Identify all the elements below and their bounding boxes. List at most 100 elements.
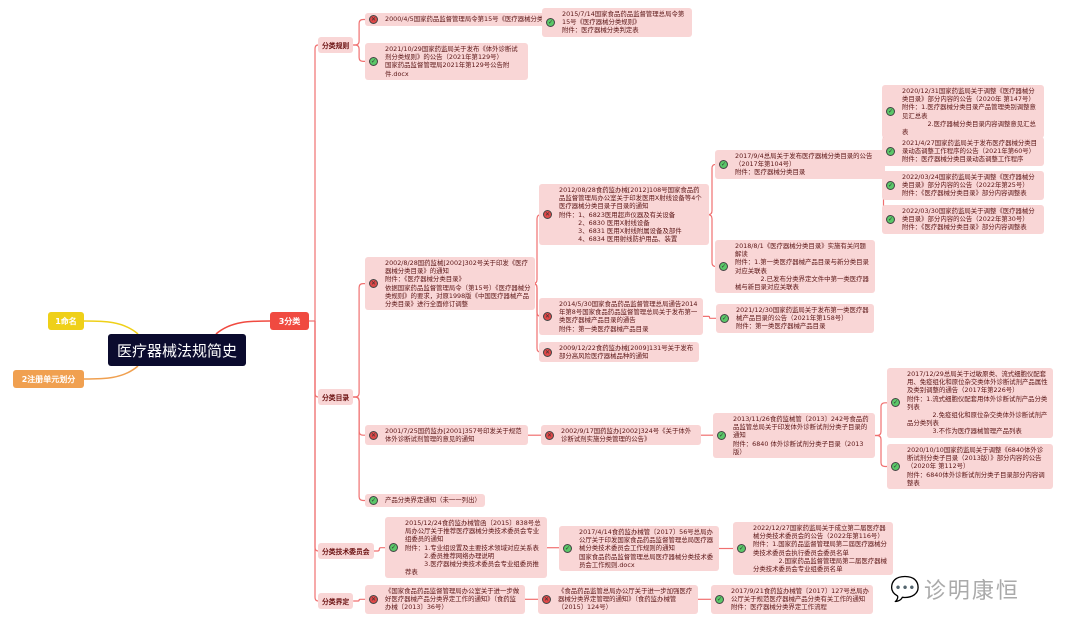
check-circle-icon: ✓ — [891, 398, 900, 408]
node-text: 2022/03/30国家药监局关于调整《医疗器械分类目录》部分内容的公告（202… — [902, 207, 1035, 232]
check-circle-icon: ✓ — [886, 146, 895, 156]
regulation-node[interactable]: ✓ 2017/12/29总局关于过敏原类、流式细胞仪配套用、免疫组化和原位杂交类体… — [887, 368, 1053, 438]
connector — [875, 434, 887, 468]
connector — [353, 598, 365, 602]
check-circle-icon: ✓ — [369, 56, 378, 66]
connector — [703, 315, 716, 319]
node-text: 2000/4/5国家药品监督管理局令第15号《医疗器械分类规则》 — [385, 15, 563, 24]
regulation-node[interactable]: ✓ 2017/9/21食药监办械管〔2017〕127号总局办公厅关于规范医疗器械产… — [711, 585, 873, 614]
check-circle-icon: ✓ — [563, 544, 572, 553]
connector — [353, 44, 365, 63]
node-text: 2015/12/24食药监办械管函〔2015〕838号总局办公厅关于推荐医疗器械… — [405, 519, 541, 577]
regulation-node[interactable]: ✓ 2018/8/1《医疗器械分类目录》实施有关问题解读 附件：1.第一类医疗器械… — [715, 240, 875, 294]
regulation-node[interactable]: ✕ 2002/9/17国药监办[2002]324号《关于体外诊断试剂实施分类管理的… — [541, 425, 701, 446]
node-text: 2018/8/1《医疗器械分类目录》实施有关问题解读 附件：1.第一类医疗器械产… — [735, 242, 869, 292]
regulation-node[interactable]: ✓2017/9/4总局关于发布医疗器械分类目录的公告（2017年第104号） 附… — [715, 150, 885, 179]
cross-circle-icon: ✕ — [543, 210, 552, 220]
regulation-node[interactable]: ✕2009/12/22食药监办械[2009]131号关于发布部分高风险医疗器械品… — [539, 342, 699, 363]
check-circle-icon: ✓ — [719, 262, 728, 272]
regulation-node[interactable]: ✕ 《食品药品监管总局办公厅关于进一步加强医疗器械分类界定管理的通知》（食药监办械… — [538, 585, 698, 614]
regulation-node[interactable]: ✓ 2017/4/14食药监办械管〔2017〕56号总局办公厅关于印发国家食品药品… — [559, 526, 719, 572]
regulation-node[interactable]: ✓ 2020/10/10国家药监局关于调整《6840体外诊断试剂分类子目录（201… — [887, 444, 1053, 490]
connector — [373, 547, 385, 552]
node-text: 2015/7/14国家食品药品监督管理总局令第15号《医疗器械分类规则》 附件：… — [562, 10, 685, 35]
node-text: 2001/7/25国药监办[2001]357号印发关于规范体外诊断试剂管理的意见… — [385, 427, 522, 444]
node-text: 2012/08/28食药监办械[2012]108号国家食品药品监督管理局办公室关… — [559, 186, 702, 244]
connector — [707, 214, 717, 268]
branch-registration-unit[interactable]: 2注册单元划分 — [13, 370, 84, 388]
check-circle-icon: ✓ — [886, 180, 895, 190]
cross-circle-icon: ✕ — [543, 311, 552, 321]
section-technical-committee[interactable]: 分类技术委员会 — [318, 543, 374, 559]
node-text: 2021/10/29国家药监局关于发布《体外诊断试剂分类规则》的公告（2021年… — [385, 45, 518, 78]
connector — [353, 18, 365, 46]
node-text: 2017/12/29总局关于过敏原类、流式细胞仪配套用、免疫组化和原位杂交类体外… — [907, 370, 1048, 436]
node-text: 产品分类界定通知（未一一列出） — [385, 496, 481, 505]
regulation-node[interactable]: ✓ 2015/7/14国家食品药品监督管理总局令第15号《医疗器械分类规则》 附件… — [542, 8, 692, 37]
regulation-node[interactable]: ✓ 2015/12/24食药监办械管函〔2015〕838号总局办公厅关于推荐医疗器… — [385, 517, 547, 579]
regulation-node[interactable]: ✕ 《国家食品药品监督管理局办公室关于进一步做好医疗器械产品分类界定工作的通知》（… — [365, 585, 525, 614]
node-text: 2020/12/31国家药监局关于调整《医疗器械分类目录》部分内容的公告（202… — [902, 87, 1036, 137]
cross-circle-icon: ✕ — [369, 594, 378, 604]
regulation-node[interactable]: ✕ 2012/08/28食药监办械[2012]108号国家食品药品监督管理局办公室… — [539, 184, 709, 246]
check-circle-icon: ✓ — [886, 107, 895, 117]
node-text: 《食品药品监管总局办公厅关于进一步加强医疗器械分类界定管理的通知》（食药监办械管… — [558, 587, 693, 612]
cross-circle-icon: ✕ — [369, 279, 378, 289]
node-text: 2017/9/4总局关于发布医疗器械分类目录的公告（2017年第104号） 附件… — [735, 152, 873, 177]
check-circle-icon: ✓ — [389, 543, 398, 553]
check-circle-icon: ✓ — [715, 594, 724, 604]
regulation-node[interactable]: ✕ 2000/4/5国家药品监督管理局令第15号《医疗器械分类规则》 — [365, 13, 583, 26]
regulation-node[interactable]: ✕ 2001/7/25国药监办[2001]357号印发关于规范体外诊断试剂管理的意… — [365, 425, 528, 446]
check-circle-icon: ✓ — [369, 496, 378, 505]
regulation-node[interactable]: ✓2022/03/24国家药监局关于调整《医疗器械分类目录》部分内容的公告（20… — [882, 171, 1044, 200]
check-circle-icon: ✓ — [891, 462, 900, 471]
connector — [875, 402, 887, 437]
node-text: 2020/10/10国家药监局关于调整《6840体外诊断试剂分类子目录（2013… — [907, 446, 1045, 487]
check-circle-icon: ✓ — [720, 313, 729, 323]
watermark: 💬 诊明康恒 — [890, 573, 1020, 605]
branch-classification[interactable]: 3分类 — [270, 312, 309, 330]
wechat-icon: 💬 — [890, 575, 920, 603]
node-text: 2022/12/27国家药监局关于成立第二届医疗器械分类技术委员会的公告（202… — [753, 524, 887, 574]
branch-naming[interactable]: 1命名 — [48, 312, 84, 330]
node-text: 2002/8/28国药监械[2002]302号关于印发《医疗器械分类目录》的通知… — [385, 259, 531, 309]
node-text: 2021/4/27国家药监局关于发布医疗器械分类目录动态调整工作程序的公告（20… — [902, 139, 1038, 164]
node-text: 《国家食品药品监督管理局办公室关于进一步做好医疗器械产品分类界定工作的通知》（食… — [385, 587, 520, 612]
regulation-node[interactable]: ✓ 2013/11/26食药监械管〔2013〕242号食品药品监管总局关于印发体外… — [713, 413, 875, 459]
regulation-node[interactable]: ✓ 产品分类界定通知（未一一列出） — [365, 494, 485, 507]
connector — [215, 320, 271, 335]
check-circle-icon: ✓ — [546, 17, 555, 27]
cross-circle-icon: ✕ — [369, 430, 378, 440]
cross-circle-icon: ✕ — [542, 594, 551, 604]
root-topic[interactable]: 医疗器械法规简史 — [108, 334, 246, 366]
node-text: 2009/12/22食药监办械[2009]131号关于发布部分高风险医疗器械品种… — [559, 344, 694, 361]
node-text: 2013/11/26食药监械管〔2013〕242号食品药品监管总局关于印发体外诊… — [733, 415, 869, 456]
check-circle-icon: ✓ — [886, 214, 895, 224]
regulation-node[interactable]: ✓ 2021/10/29国家药监局关于发布《体外诊断试剂分类规则》的公告（2021… — [365, 43, 528, 80]
regulation-node[interactable]: ✓ 2021/4/27国家药监局关于发布医疗器械分类目录动态调整工作程序的公告（2… — [882, 137, 1044, 166]
check-circle-icon: ✓ — [737, 544, 746, 554]
node-text: 2021/12/30国家药监局关于发布第一类医疗器械产品目录的公告（2021年第… — [736, 306, 869, 331]
cross-circle-icon: ✕ — [369, 15, 378, 24]
regulation-node[interactable]: ✕ 2002/8/28国药监械[2002]302号关于印发《医疗器械分类目录》的通… — [365, 257, 535, 311]
connector — [314, 321, 319, 602]
node-text: 2014/5/30国家食品药品监督管理总局通告2014年第8号国家食品药品监督管… — [559, 300, 698, 333]
connector — [83, 320, 139, 335]
section-classification-determination[interactable]: 分类界定 — [318, 593, 354, 609]
regulation-node[interactable]: ✓ 2021/12/30国家药监局关于发布第一类医疗器械产品目录的公告（2021年… — [716, 304, 874, 333]
cross-circle-icon: ✕ — [545, 430, 554, 440]
check-circle-icon: ✓ — [717, 431, 726, 440]
connector — [83, 365, 139, 380]
section-classification-rules[interactable]: 分类规则 — [318, 37, 354, 53]
connector — [353, 396, 365, 502]
regulation-node[interactable]: ✓ 2022/03/30国家药监局关于调整《医疗器械分类目录》部分内容的公告（20… — [882, 205, 1044, 234]
regulation-node[interactable]: ✓ 2020/12/31国家药监局关于调整《医疗器械分类目录》部分内容的公告（20… — [882, 85, 1044, 139]
node-text: 2002/9/17国药监办[2002]324号《关于体外诊断试剂实施分类管理的公… — [561, 427, 692, 444]
node-text: 2017/9/21食药监办械管〔2017〕127号总局办公厅关于规范医疗器械产品… — [731, 587, 869, 612]
section-classification-catalog[interactable]: 分类目录 — [318, 389, 354, 405]
watermark-text: 诊明康恒 — [923, 579, 1020, 604]
connector — [314, 44, 319, 321]
regulation-node[interactable]: ✕ 2014/5/30国家食品药品监督管理总局通告2014年第8号国家食品药品监督… — [539, 298, 703, 335]
regulation-node[interactable]: ✓ 2022/12/27国家药监局关于成立第二届医疗器械分类技术委员会的公告（20… — [733, 522, 893, 576]
node-text: 2017/4/14食药监办械管〔2017〕56号总局办公厅关于印发国家食品药品监… — [579, 528, 714, 569]
